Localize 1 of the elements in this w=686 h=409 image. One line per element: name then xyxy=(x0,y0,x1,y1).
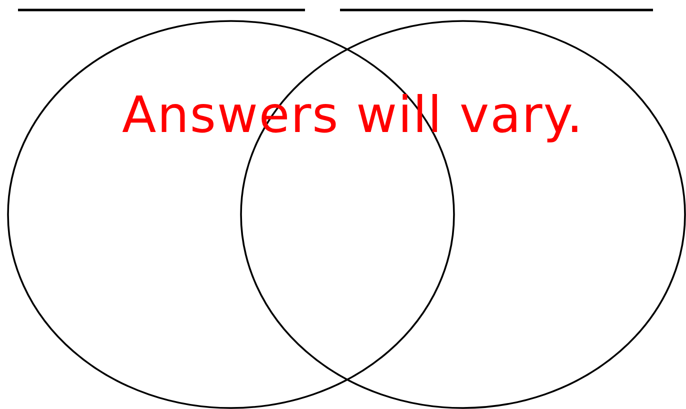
venn-circle xyxy=(7,20,455,409)
